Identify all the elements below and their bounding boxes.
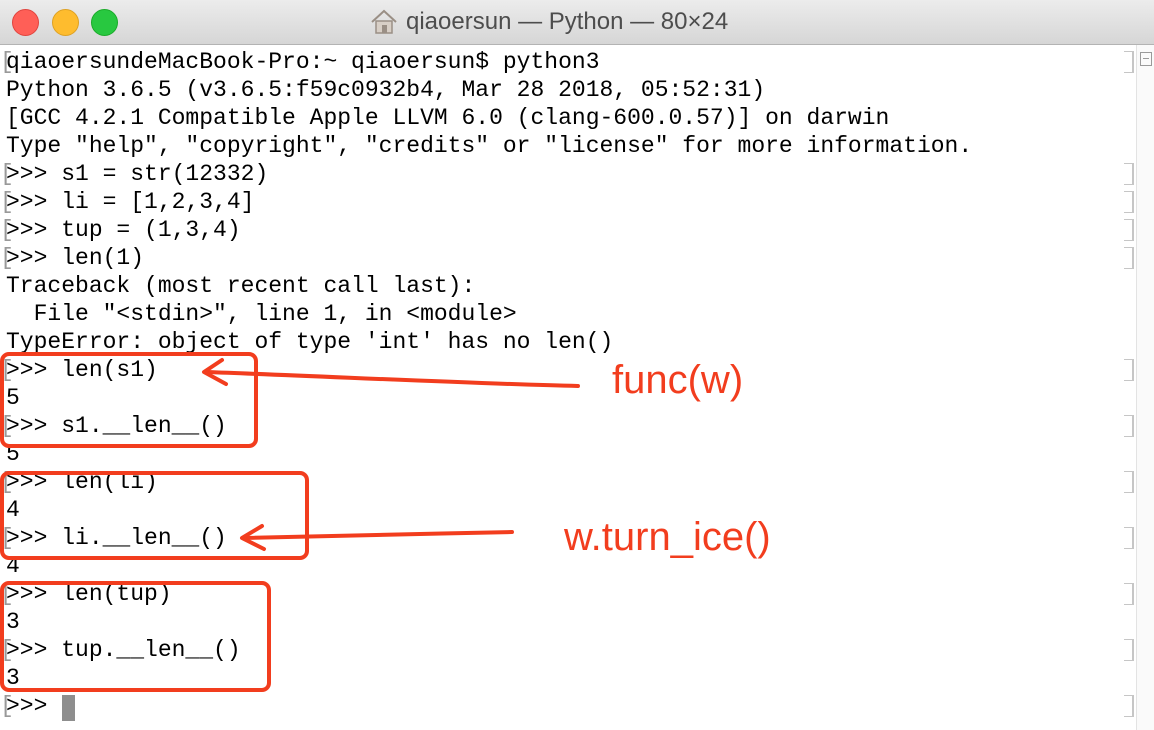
terminal-line-text: Traceback (most recent call last): <box>6 273 476 299</box>
close-button[interactable] <box>12 9 39 36</box>
terminal-line-text: >>> s1.__len__() <box>6 413 227 439</box>
scrollbar[interactable] <box>1136 45 1154 730</box>
highlight-box-tup <box>0 581 271 692</box>
terminal-line-text: >>> tup.__len__() <box>6 637 241 663</box>
window-title: qiaoersun — Python — 80×24 <box>406 8 729 35</box>
terminal-line-text: Type "help", "copyright", "credits" or "… <box>6 133 973 159</box>
mark-bracket-right <box>1124 583 1134 605</box>
terminal-line-text: [GCC 4.2.1 Compatible Apple LLVM 6.0 (cl… <box>6 105 890 131</box>
split-pane-icon[interactable] <box>1140 52 1152 66</box>
terminal-line-text: >>> li.__len__() <box>6 525 227 551</box>
terminal-line-text: File "<stdin>", line 1, in <module> <box>6 301 517 327</box>
terminal-line-text: >>> tup = (1,3,4) <box>6 217 241 243</box>
mark-bracket-right <box>1124 471 1134 493</box>
terminal-output[interactable]: [qiaoersundeMacBook-Pro:~ qiaoersun$ pyt… <box>0 45 1136 730</box>
mark-bracket-right <box>1124 639 1134 661</box>
terminal-line-text: 4 <box>6 497 20 523</box>
mark-bracket-right <box>1124 359 1134 381</box>
annotation-method-label: w.turn_ice() <box>564 515 771 559</box>
annotation-func-label: func(w) <box>612 358 744 402</box>
mark-bracket-right <box>1124 695 1134 717</box>
mark-bracket-right <box>1124 247 1134 269</box>
terminal-line-text: >>> s1 = str(12332) <box>6 161 269 187</box>
terminal-line-text: >>> len(1) <box>6 245 145 271</box>
mark-bracket-right <box>1124 51 1134 73</box>
terminal-line-text: TypeError: object of type 'int' has no l… <box>6 329 614 355</box>
highlight-box-li <box>0 471 309 560</box>
arrow-func <box>204 370 580 388</box>
terminal-line-text: >>> len(tup) <box>6 581 172 607</box>
terminal-line-text: 5 <box>6 385 20 411</box>
terminal-line-text: Python 3.6.5 (v3.6.5:f59c0932b4, Mar 28 … <box>6 77 766 103</box>
mark-bracket-right <box>1124 415 1134 437</box>
mark-bracket-right <box>1124 163 1134 185</box>
window-title-area: qiaoersun — Python — 80×24 <box>370 0 728 44</box>
home-folder-icon <box>371 9 397 34</box>
terminal-line-text: >>> len(s1) <box>6 357 158 383</box>
terminal-line-text: qiaoersundeMacBook-Pro:~ qiaoersun$ pyth… <box>6 49 600 75</box>
highlight-box-s1 <box>0 352 258 448</box>
terminal-line-text: 3 <box>6 609 20 635</box>
zoom-button[interactable] <box>91 9 118 36</box>
terminal-cursor <box>62 695 75 721</box>
title-bar: qiaoersun — Python — 80×24 <box>0 0 1154 45</box>
terminal-line-text: >>> li = [1,2,3,4] <box>6 189 255 215</box>
minimize-button[interactable] <box>52 9 79 36</box>
terminal-line-text: >>> <box>6 693 62 719</box>
mark-bracket-right <box>1124 191 1134 213</box>
arrow-method <box>242 530 514 540</box>
mark-bracket-right <box>1124 219 1134 241</box>
terminal-line-text: 3 <box>6 665 20 691</box>
mark-bracket-right <box>1124 527 1134 549</box>
